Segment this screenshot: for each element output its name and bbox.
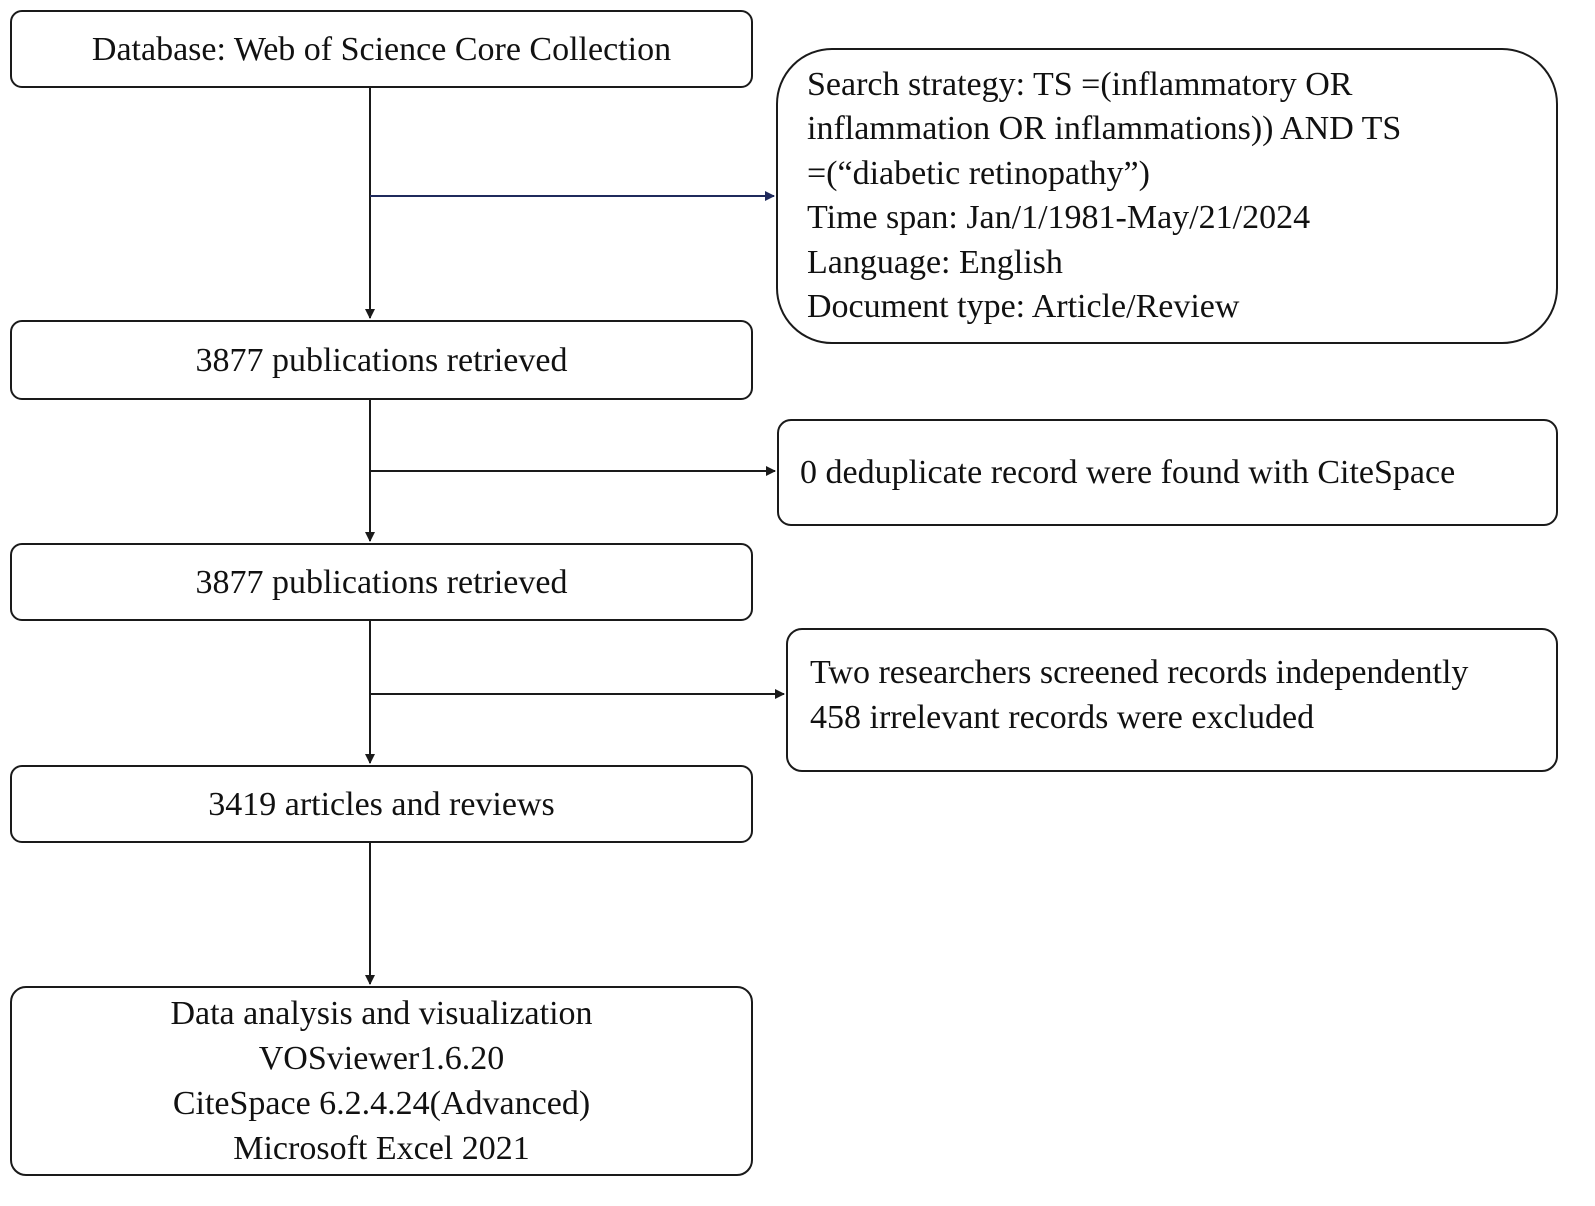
node-analysis: Data analysis and visualization VOSviewe…: [10, 986, 753, 1176]
node-search-strategy: Search strategy: TS =(inflammatory OR in…: [776, 48, 1558, 344]
node-articles-line-1: 3419 articles and reviews: [208, 785, 555, 823]
node-analysis-line-2: VOSviewer1.6.20: [258, 1040, 505, 1077]
node-analysis-line-4: Microsoft Excel 2021: [233, 1130, 530, 1167]
node-screening-line-1: Two researchers screened records indepen…: [810, 654, 1469, 691]
node-search-line-6: Document type: Article/Review: [807, 288, 1240, 325]
node-retrieved-1: 3877 publications retrieved: [10, 320, 753, 400]
node-screening: Two researchers screened records indepen…: [786, 628, 1558, 772]
node-retrieved-1-line-1: 3877 publications retrieved: [195, 341, 568, 379]
node-retrieved-2: 3877 publications retrieved: [10, 543, 753, 621]
node-analysis-line-1: Data analysis and visualization: [170, 995, 593, 1032]
node-database: Database: Web of Science Core Collection: [10, 10, 753, 88]
node-database-line-1: Database: Web of Science Core Collection: [91, 30, 672, 68]
node-search-line-3: =(“diabetic retinopathy”): [807, 154, 1150, 192]
node-articles: 3419 articles and reviews: [10, 765, 753, 843]
node-deduplicate: 0 deduplicate record were found with Cit…: [777, 419, 1558, 526]
node-retrieved-2-line-1: 3877 publications retrieved: [195, 563, 568, 601]
node-search-line-2: inflammation OR inflammations)) AND TS: [807, 110, 1402, 147]
node-analysis-line-3: CiteSpace 6.2.4.24(Advanced): [172, 1085, 591, 1122]
node-search-line-5: Language: English: [807, 243, 1063, 281]
node-screening-line-2: 458 irrelevant records were excluded: [810, 699, 1315, 736]
node-dedup-line-1: 0 deduplicate record were found with Cit…: [800, 454, 1456, 491]
node-search-line-4: Time span: Jan/1/1981-May/21/2024: [807, 199, 1311, 236]
node-search-line-1: Search strategy: TS =(inflammatory OR: [807, 65, 1353, 103]
